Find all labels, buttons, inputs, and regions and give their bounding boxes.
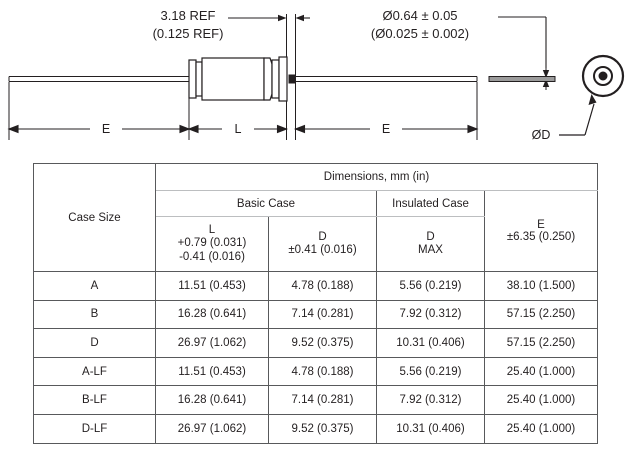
lead-diameter-mm: Ø0.64 ± 0.05 (382, 8, 457, 23)
cell-basic-l: 26.97 (1.062) (155, 413, 269, 444)
cell-basic-l: 26.97 (1.062) (155, 328, 269, 358)
cell-basic-d: 4.78 (0.188) (268, 271, 377, 301)
header-basic-l-name: L (208, 223, 216, 236)
table-header-row-1: Case Size Dimensions, mm (in) (33, 163, 598, 272)
dim-label-l: L (235, 122, 242, 136)
cell-case-size: D-LF (33, 413, 156, 444)
header-insulated-d-qual: MAX (418, 244, 443, 256)
table-header-row-2: Basic Case Insulated Case E ±6.35 (0.250… (34, 190, 598, 272)
cell-basic-d: 4.78 (0.188) (268, 356, 377, 387)
header-basic-d-tol: ±0.41 (0.016) (288, 244, 357, 256)
cell-insulated-d: 7.92 (0.312) (376, 385, 485, 415)
cell-case-size: B-LF (33, 385, 156, 415)
cell-e: 57.15 (2.250) (484, 328, 598, 358)
cell-insulated-d: 10.31 (0.406) (376, 413, 485, 444)
cell-basic-l: 16.28 (0.641) (155, 299, 269, 330)
header-insulated-d-name: D (426, 230, 435, 243)
cell-case-size: A (33, 271, 156, 301)
header-basic-l-tol-minus: -0.41 (0.016) (179, 250, 245, 263)
end-view-leader-arrow (588, 94, 597, 105)
dimension-line-group (7, 124, 479, 134)
cell-insulated-d: 7.92 (0.312) (376, 299, 485, 330)
cell-insulated-d: 10.31 (0.406) (376, 328, 485, 358)
cell-basic-l: 11.51 (0.453) (155, 356, 269, 387)
drawing-svg: E L E ØD 3.18 REF (0.125 REF) Ø0.64 ± 0.… (7, 8, 625, 142)
cell-e: 57.15 (2.250) (484, 299, 598, 330)
cell-e: 25.40 (1.000) (484, 413, 598, 444)
header-basic-case: Basic Case (155, 190, 377, 217)
cell-basic-d: 9.52 (0.375) (268, 328, 377, 358)
header-dimensions: Dimensions, mm (in) (155, 163, 598, 191)
lead-wire-left (8, 76, 190, 82)
header-e: E ±6.35 (0.250) (484, 190, 598, 272)
cell-insulated-d: 5.56 (0.219) (376, 356, 485, 387)
cell-basic-l: 16.28 (0.641) (155, 385, 269, 415)
header-e-tol: ±6.35 (0.250) (506, 231, 576, 243)
table-header-row-3: L +0.79 (0.031) -0.41 (0.016) D ±0.41 (0… (34, 216, 598, 272)
header-basic-l: L +0.79 (0.031) -0.41 (0.016) (155, 216, 269, 272)
cell-case-size: A-LF (33, 356, 156, 387)
cell-basic-d: 9.52 (0.375) (268, 413, 377, 444)
cell-basic-l: 11.51 (0.453) (155, 271, 269, 301)
cell-case-size: D (33, 328, 156, 358)
dim-label-e-right: E (382, 122, 390, 136)
body-length-ref-leader (228, 14, 310, 22)
lead-diameter-in: (Ø0.025 ± 0.002) (371, 26, 469, 41)
dimensions-table: Case Size Dimensions, mm (in) Basic Case… (33, 163, 598, 444)
lead-thickness-arrows (542, 66, 550, 90)
cell-e: 25.40 (1.000) (484, 385, 598, 415)
header-basic-l-tol-plus: +0.79 (0.031) (177, 237, 247, 250)
lead-wire-right (290, 76, 478, 82)
lead-wire-sample (488, 76, 556, 82)
lead-diameter-leader (498, 16, 547, 68)
cell-basic-d: 7.14 (0.281) (268, 385, 377, 415)
header-insulated-d: D MAX (376, 216, 485, 272)
dim-label-e-left: E (102, 122, 110, 136)
cell-e: 38.10 (1.500) (484, 271, 598, 301)
cell-e: 25.40 (1.000) (484, 356, 598, 387)
diode-body (188, 56, 288, 102)
header-basic-d-name: D (318, 230, 327, 243)
end-view-leader (559, 103, 595, 136)
header-basic-d: D ±0.41 (0.016) (268, 216, 377, 272)
end-view (581, 54, 625, 98)
header-insulated-case: Insulated Case (376, 190, 485, 217)
body-length-ref-in: (0.125 REF) (153, 26, 224, 41)
dimensions-table-container: Case Size Dimensions, mm (in) Basic Case… (33, 163, 598, 444)
lead-stub-detail (288, 74, 296, 84)
component-drawing: E L E ØD 3.18 REF (0.125 REF) Ø0.64 ± 0.… (0, 0, 630, 160)
cell-basic-d: 7.14 (0.281) (268, 299, 377, 330)
cell-case-size: B (33, 299, 156, 330)
header-case-size: Case Size (33, 163, 156, 272)
cell-insulated-d: 5.56 (0.219) (376, 271, 485, 301)
header-e-name: E (537, 219, 545, 231)
end-view-label: ØD (532, 128, 551, 142)
body-length-ref-mm: 3.18 REF (161, 8, 216, 23)
